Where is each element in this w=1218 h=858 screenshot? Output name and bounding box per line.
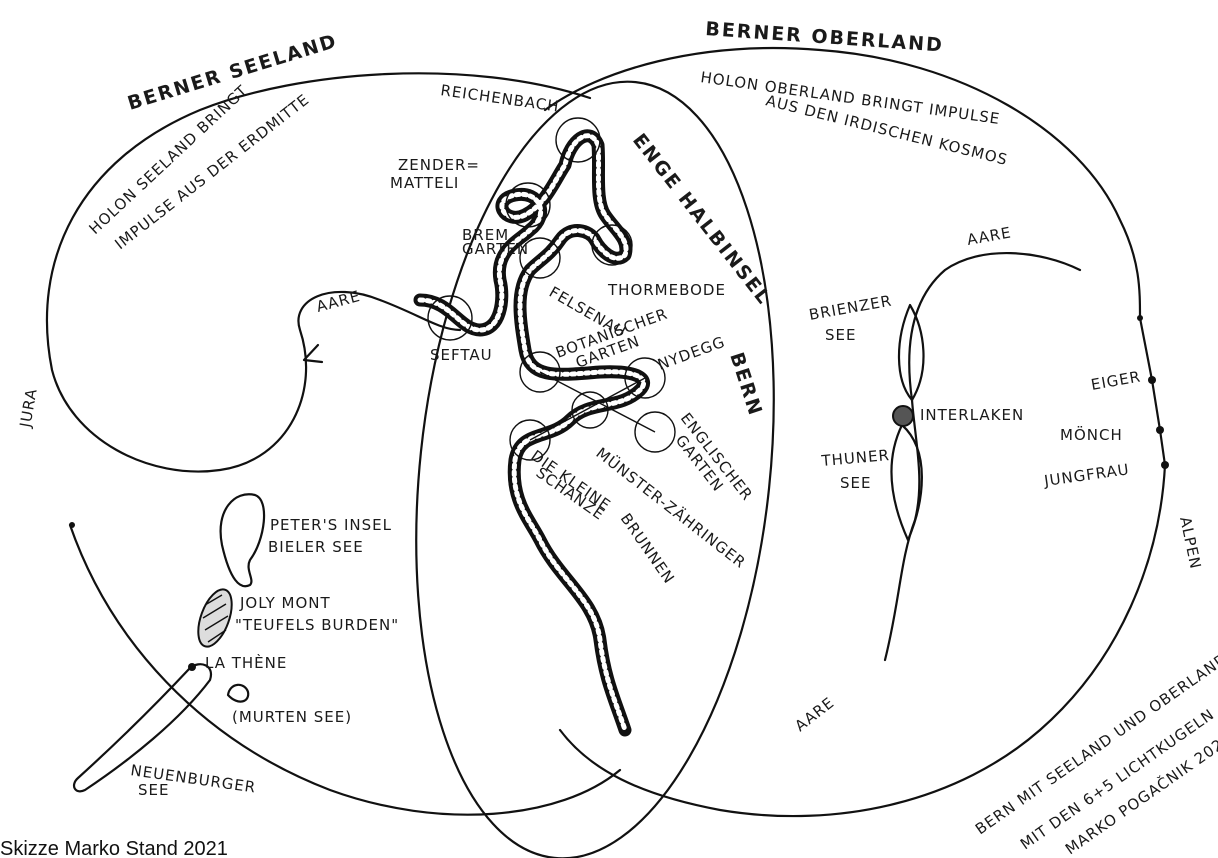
sphere-connections: [530, 372, 655, 440]
eiger-point: [1148, 376, 1156, 384]
point-1: [1137, 315, 1143, 321]
label-zendermatteli-2: MATTELI: [390, 174, 459, 192]
murten-see-shape: [228, 685, 248, 702]
label-seftau: SEFTAU: [430, 346, 493, 364]
interlaken-dot: [893, 406, 913, 426]
jolymont-shape: [192, 585, 239, 651]
label-aare-right-top: AARE: [966, 223, 1013, 249]
label-aare-left: AARE: [314, 287, 362, 316]
label-nydegg: NYDEGG: [655, 333, 728, 374]
label-moench: MÖNCH: [1060, 425, 1123, 444]
label-aare-bottom: AARE: [791, 693, 837, 735]
label-thormebode: THORMEBODE: [607, 281, 726, 299]
label-jura: JURA: [16, 387, 41, 430]
seeland-loop: [47, 73, 590, 471]
label-brienzer-1: BRIENZER: [808, 292, 894, 324]
label-thuner-1: THUNER: [820, 446, 891, 470]
label-bieler-see: BIELER SEE: [268, 538, 364, 556]
moench-point: [1156, 426, 1164, 434]
jungfrau-point: [1161, 461, 1169, 469]
label-brienzer-2: SEE: [825, 326, 856, 344]
label-interlaken: INTERLAKEN: [920, 406, 1024, 424]
aare-left-arrow: [304, 345, 322, 362]
label-thuner-2: SEE: [840, 474, 871, 492]
left-end-point: [69, 522, 75, 528]
label-neuenburger-2: SEE: [138, 781, 169, 799]
label-murten: (MURTEN SEE): [232, 708, 352, 726]
label-jolymont-2: "TEUFELS BURDEN": [235, 616, 399, 634]
label-peters-insel: PETER'S INSEL: [270, 516, 392, 534]
label-eiger: EIGER: [1090, 367, 1143, 393]
label-jolymont-1: JOLY MONT: [239, 594, 331, 612]
label-zendermatteli-1: ZENDER=: [398, 156, 480, 174]
label-bremgarten-2: GARTEN: [462, 240, 529, 258]
label-brunnen: BRUNNEN: [617, 510, 679, 587]
la-tene-dot: [188, 663, 196, 671]
label-bern: BERN: [725, 350, 766, 420]
label-la-tene: LA THÈNE: [205, 653, 287, 672]
caption: Skizze Marko Stand 2021: [0, 838, 228, 858]
label-alpen: ALPEN: [1176, 515, 1205, 571]
label-jungfrau: JUNGFRAU: [1042, 460, 1131, 490]
peters-insel-shape: [221, 494, 264, 586]
